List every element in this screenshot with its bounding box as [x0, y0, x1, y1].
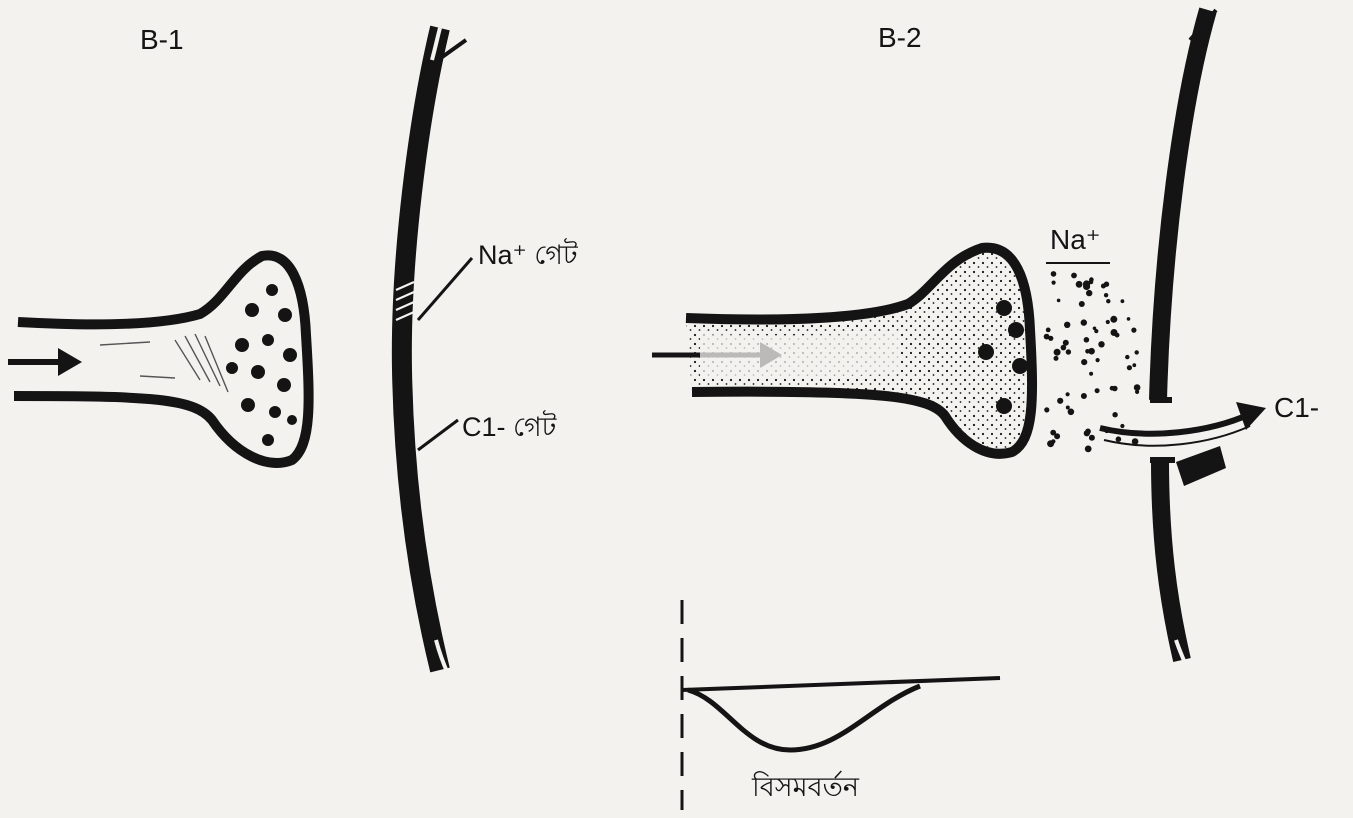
na-ion-dot [1106, 299, 1110, 303]
na-ion-dot [1096, 358, 1100, 362]
b2-na-label: Na⁺ [1050, 226, 1101, 254]
na-ion-dot [1046, 328, 1051, 333]
na-ion-dot [1106, 320, 1110, 324]
na-ion-dot [1131, 328, 1136, 333]
na-ion-dot [1089, 372, 1093, 376]
b1-synaptic-vesicles [226, 284, 297, 446]
na-ion-dot [1121, 299, 1125, 303]
na-ion-dot [1063, 340, 1069, 346]
na-ion-dot [1057, 398, 1063, 404]
na-ion-dot [1085, 349, 1090, 354]
b1-cl-gate-leader [418, 420, 458, 450]
na-ion-dot [1095, 388, 1100, 393]
b2-panel-title: B-2 [878, 24, 922, 52]
na-ion-dot [1048, 336, 1053, 341]
na-ion-dot [1076, 281, 1083, 288]
b2-panel [652, 10, 1266, 810]
na-ion-dot [1051, 271, 1057, 277]
b1-postsynaptic-membrane [396, 28, 466, 674]
b2-cl-label: C1- [1274, 394, 1319, 422]
na-ion-dot [1104, 293, 1108, 297]
b2-presynaptic-terminal [686, 248, 1032, 454]
na-ion-dot [1064, 322, 1070, 328]
b1-panel-title: B-1 [140, 26, 184, 54]
na-ion-dot [1101, 284, 1106, 289]
na-ion-dot [1116, 436, 1122, 442]
na-ion-dot [1079, 301, 1085, 307]
na-ion-dot [1084, 430, 1090, 436]
na-ion-dot [1054, 356, 1059, 361]
b2-cl-gate-flap [1176, 446, 1226, 486]
b1-na-gate-leader [418, 258, 472, 320]
na-ion-dot [1125, 355, 1129, 359]
na-ion-dot [1066, 406, 1070, 410]
na-ion-dot [1111, 329, 1118, 336]
na-ion-dot [1066, 349, 1071, 354]
b2-postsynaptic-membrane [1150, 10, 1226, 666]
na-ion-dot [1081, 319, 1087, 325]
na-ion-dot [1054, 349, 1061, 356]
na-ion-dot [1081, 393, 1087, 399]
b1-na-gate-label: Na⁺ গেট [478, 242, 578, 269]
na-ion-dot [1112, 412, 1117, 417]
na-ion-dot [1127, 317, 1131, 321]
na-ion-dot [1135, 350, 1139, 354]
na-ion-dot [1066, 392, 1070, 396]
na-ion-dot [1085, 446, 1092, 453]
b1-panel [8, 28, 472, 674]
na-ion-dot [1132, 363, 1136, 367]
na-ion-dot [1083, 280, 1090, 287]
na-ion-dot [1120, 424, 1124, 428]
na-ion-dot [1089, 435, 1095, 441]
na-ion-dot [1127, 365, 1132, 370]
na-ion-dot [1098, 341, 1104, 347]
na-ion-dot [1135, 390, 1139, 394]
na-ion-dot [1051, 439, 1055, 443]
na-ion-dot [1110, 386, 1115, 391]
na-ion-dot [1071, 273, 1077, 279]
na-ion-dot [1081, 359, 1087, 365]
b2-cl-efflux-arrow [1100, 402, 1266, 446]
na-ion-dot [1057, 299, 1061, 303]
b1-cl-gate-label: C1- গেট [462, 414, 556, 441]
b1-impulse-arrow [8, 348, 82, 376]
b2-depolarization-caption: বিসমবর্তন [752, 774, 859, 801]
na-ion-dot [1086, 290, 1092, 296]
na-ion-dot [1093, 327, 1097, 331]
b2-na-ion-cloud [1044, 271, 1141, 452]
na-ion-dot [1044, 407, 1049, 412]
na-ion-dot [1052, 281, 1056, 285]
na-ion-dot [1110, 316, 1117, 323]
na-ion-dot [1068, 409, 1075, 416]
na-ion-dot [1054, 433, 1060, 439]
na-ion-dot [1084, 337, 1090, 343]
